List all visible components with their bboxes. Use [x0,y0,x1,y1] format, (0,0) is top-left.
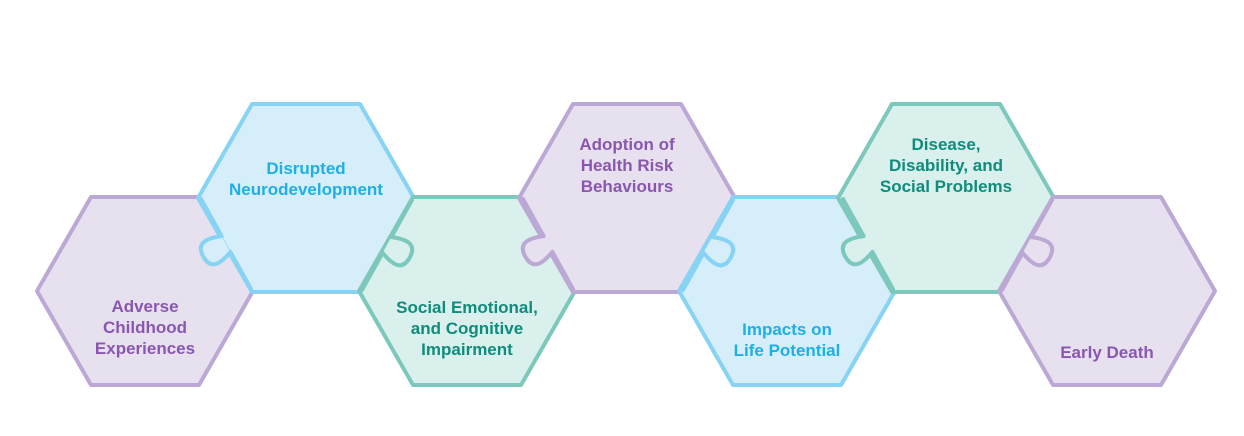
hexagon-piece-7 [997,195,1217,387]
hexagon-label-line: Impacts on [742,320,832,339]
hexagon-label-line: Childhood [103,318,187,337]
hexagon-label-line: Disease, [912,135,981,154]
hexagon-label-line: Neurodevelopment [229,180,383,199]
puzzle-tab-3 [520,197,575,291]
puzzle-tabs [198,197,1055,292]
hexagon-label-5: Impacts on Life Potential [734,320,841,360]
hexagon-label-line: and Cognitive [411,319,523,338]
hexagon-label-line: Disrupted [266,159,345,178]
puzzle-tab-4 [681,198,736,292]
hexagon-label-line: Behaviours [581,177,674,196]
hexagon-label-line: Health Risk [581,156,674,175]
hexagon-label-line: Adverse [111,297,178,316]
hexagon-label-line: Social Emotional, [396,298,538,317]
hexagon-label-line: Experiences [95,339,195,358]
hexagon-label-line: Adoption of [579,135,675,154]
puzzle-tab-2 [360,198,415,292]
hexagon-label-line: Disability, and [889,156,1003,175]
hexagon-label-line: Early Death [1060,343,1154,362]
puzzle-tab-1 [198,197,253,291]
hexagon-label-line: Impairment [421,340,513,359]
hexagon-label-line: Life Potential [734,341,841,360]
puzzle-tab-6 [1000,198,1055,292]
puzzle-tab-5 [840,197,895,291]
hexagon-label-line: Social Problems [880,177,1012,196]
hexagon-label-7: Early Death [1060,343,1154,362]
